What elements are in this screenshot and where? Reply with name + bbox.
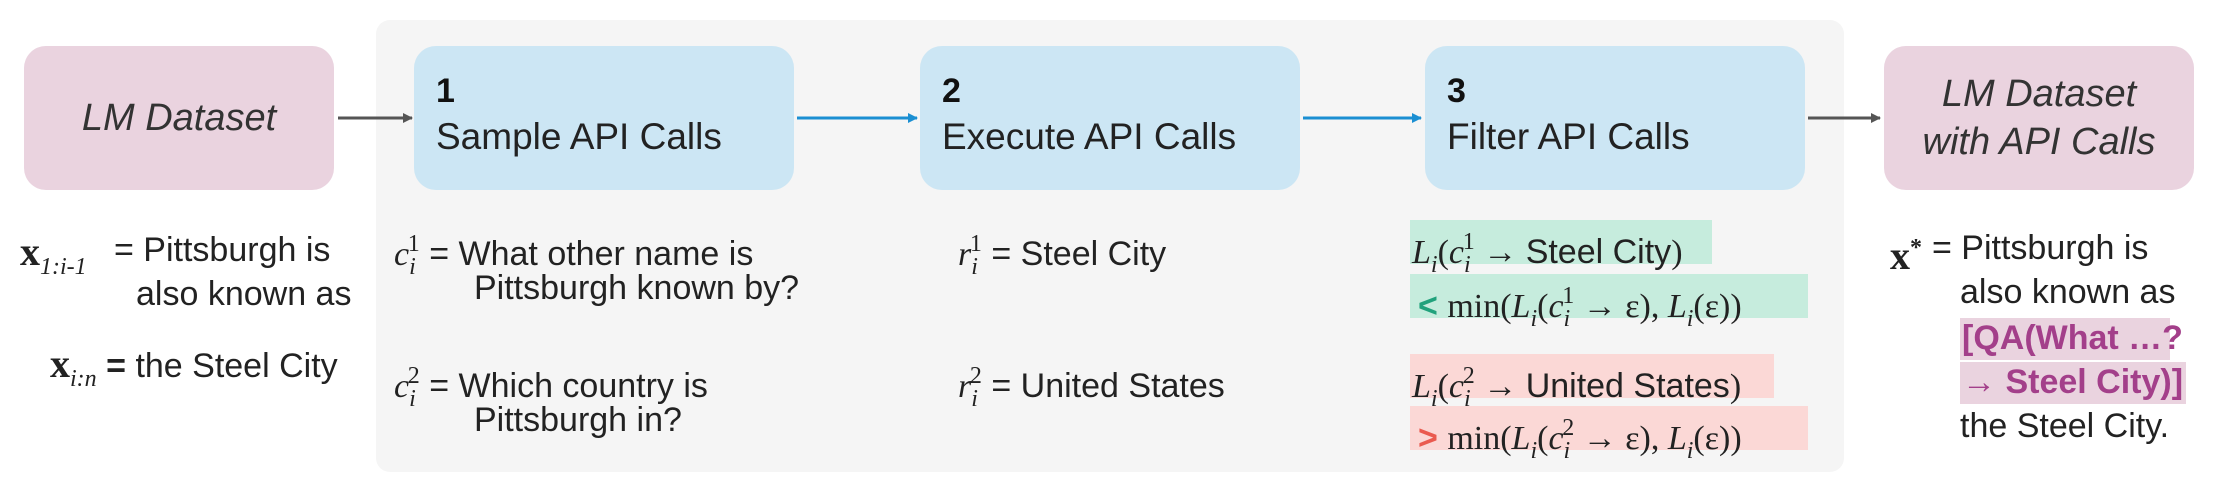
output-dataset-box: LM Dataset with API Calls bbox=[1884, 46, 2194, 190]
api-response-2-text: = United States bbox=[991, 367, 1225, 405]
api-call-1-line2: Pittsburgh known by? bbox=[474, 269, 800, 307]
output-line2: also known as bbox=[1960, 273, 2176, 311]
api-response-1-text: = Steel City bbox=[991, 235, 1167, 273]
output-dataset-label-line2: with API Calls bbox=[1922, 121, 2156, 163]
input-prefix-line1: = Pittsburgh is bbox=[114, 231, 331, 269]
filter-1-highlight-top bbox=[1410, 220, 1712, 264]
step-sample-box: 1 Sample API Calls bbox=[414, 46, 794, 190]
filter-1-response: Steel City bbox=[1525, 233, 1672, 271]
filter-2-loss: Li(ci2 → United States) bbox=[1412, 363, 1742, 412]
api-call-line2: → Steel City)] bbox=[1962, 363, 2184, 401]
api-call-line1: [QA(What …? bbox=[1962, 319, 2183, 357]
x-prefix-subscript: 1:i-1 bbox=[40, 254, 87, 280]
step-number: 2 bbox=[942, 72, 961, 110]
api-call-1-line1: = What other name is bbox=[429, 235, 754, 273]
x-suffix-symbol: x bbox=[50, 341, 70, 386]
x-suffix-eq: = bbox=[106, 347, 126, 385]
input-prefix-text: x1:i-1 bbox=[20, 230, 87, 289]
filter-2-highlight-bottom bbox=[1410, 406, 1808, 450]
filter-1-loss: Li(ci1 → Steel City) bbox=[1412, 229, 1683, 278]
filter-1-comparison: < min(Li(ci1 → ε), Li(ε)) bbox=[1418, 283, 1742, 332]
x-suffix-value: the Steel City bbox=[135, 347, 338, 385]
input-prefix-line2: also known as bbox=[136, 275, 352, 313]
step-execute-box: 2 Execute API Calls bbox=[920, 46, 1300, 190]
api-call-1: ci1 = What other name is bbox=[394, 231, 754, 280]
api-call-2: ci2 = Which country is bbox=[394, 363, 708, 412]
x-prefix-symbol: x bbox=[20, 229, 40, 274]
filter-2-highlight-top bbox=[1410, 354, 1774, 398]
api-response-2: ri2 = United States bbox=[958, 363, 1225, 412]
less-than-symbol: < bbox=[1418, 287, 1438, 325]
input-dataset-label: LM Dataset bbox=[81, 97, 277, 139]
api-call-2-line2: Pittsburgh in? bbox=[474, 401, 682, 439]
output-line4: the Steel City. bbox=[1960, 407, 2170, 445]
filter-2-response: United States bbox=[1525, 367, 1730, 405]
api-call-highlight-bottom bbox=[1960, 362, 2186, 404]
output-line1: = Pittsburgh is bbox=[1932, 229, 2149, 267]
step-filter-box: 3 Filter API Calls bbox=[1425, 46, 1805, 190]
step-label: Sample API Calls bbox=[436, 116, 722, 157]
step-label: Execute API Calls bbox=[942, 116, 1237, 157]
filter-2-comparison: > min(Li(ci2 → ε), Li(ε)) bbox=[1418, 415, 1742, 464]
input-dataset-box: LM Dataset bbox=[24, 46, 334, 190]
input-suffix-text: xi:n = the Steel City bbox=[50, 342, 338, 401]
api-response-1: ri1 = Steel City bbox=[958, 231, 1167, 280]
step-number: 1 bbox=[436, 72, 455, 110]
api-call-2-line1: = Which country is bbox=[429, 367, 708, 405]
greater-than-symbol: > bbox=[1418, 419, 1438, 457]
step-label: Filter API Calls bbox=[1447, 116, 1690, 157]
step-number: 3 bbox=[1447, 72, 1466, 110]
output-x-star: x* bbox=[1890, 233, 1922, 278]
output-dataset-label-line1: LM Dataset bbox=[1941, 73, 2137, 115]
x-suffix-subscript: i:n bbox=[70, 366, 97, 392]
api-call-highlight-top bbox=[1960, 318, 2170, 360]
filter-1-highlight-bottom bbox=[1410, 274, 1808, 318]
